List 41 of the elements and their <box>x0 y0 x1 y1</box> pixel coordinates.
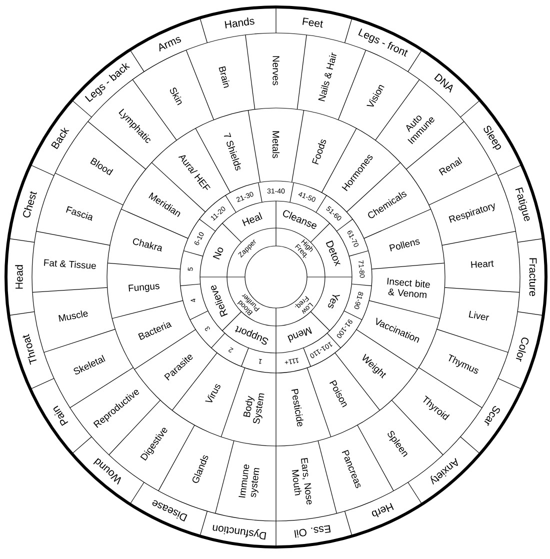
sector-label: Heal <box>242 212 262 226</box>
sector-label: Pesticide <box>291 388 304 427</box>
sector-label: Ess. Oil <box>294 525 331 538</box>
sector-label: Throat <box>22 334 37 365</box>
sector-label: Fascia <box>66 206 92 221</box>
sector-label: Nails & Hair <box>318 52 336 102</box>
sector-label: Muscle <box>58 310 88 322</box>
sector-label: No <box>212 248 224 260</box>
sector-label: Insect bite & Venom <box>387 278 430 298</box>
sector-label: Chest <box>23 191 37 218</box>
sector-label: Immune system <box>238 464 260 498</box>
sector-label: Head <box>15 265 23 289</box>
sector-label: Herb <box>372 503 394 518</box>
sector-label: Color <box>516 338 529 362</box>
sector-label: Nerves <box>272 56 280 86</box>
sector-label: Glands <box>192 455 208 483</box>
sector-label: Mend <box>288 326 312 343</box>
sector-label: Ears, Nose Mouth <box>292 458 312 504</box>
sector-label: Detox <box>326 240 340 266</box>
sector-label: Feet <box>302 18 324 28</box>
sector-label: Chakra <box>133 238 162 252</box>
sector-label: Metals <box>272 131 280 158</box>
sector-label: Liver <box>468 310 490 321</box>
sector-label: Body System <box>243 393 264 424</box>
sector-label: Virus <box>205 384 220 402</box>
sector-label: Legs - front <box>358 28 408 57</box>
sector-label: Pollens <box>389 239 420 252</box>
sector-label: Yes <box>328 294 340 308</box>
sector-label: Foods <box>312 139 326 165</box>
sector-label: Fracture <box>529 258 537 296</box>
sector-label: Dysfunction <box>212 524 266 540</box>
sector-label: Skin <box>170 88 182 106</box>
sector-label: Hands <box>224 17 254 28</box>
sector-label: Fatigue <box>515 187 530 222</box>
sector-label: Brain <box>218 66 230 88</box>
sector-label: Relieve <box>211 285 228 317</box>
sector-label: Arms <box>159 37 182 52</box>
sector-label: Heart <box>471 260 494 268</box>
sector-label: 7 Shields <box>224 132 241 171</box>
sector-label: Fungus <box>128 284 160 292</box>
sector-label: Fat & Tissue <box>44 259 96 270</box>
